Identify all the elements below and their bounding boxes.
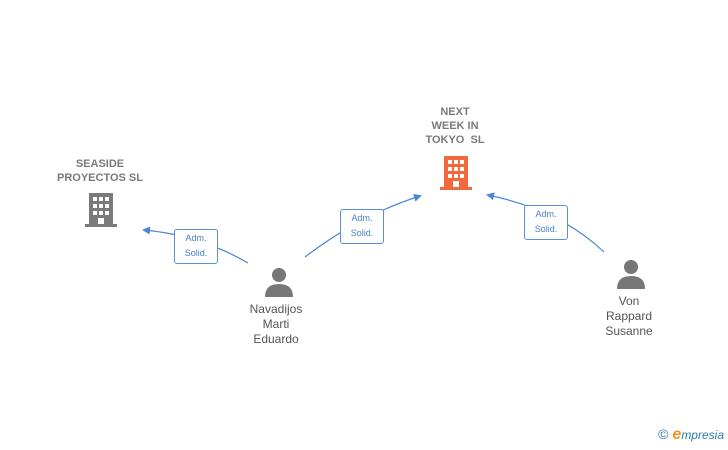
company-label-seaside[interactable]: SEASIDE PROYECTOS SL	[40, 157, 160, 185]
relation-role-line: Solid.	[534, 224, 558, 234]
company-name-line: WEEK IN	[431, 120, 479, 132]
relation-box[interactable]: Adm. Solid.	[174, 229, 218, 264]
relation-role-line: Adm.	[185, 233, 207, 243]
person-name-line: Susanne	[605, 324, 653, 338]
relation-role-line: Solid.	[184, 248, 208, 258]
person-name-line: Rappard	[605, 309, 653, 323]
person-icon[interactable]	[265, 268, 293, 297]
company-label-nextweek[interactable]: NEXT WEEK IN TOKYO SL	[395, 105, 515, 147]
copyright-icon: ©	[658, 426, 669, 442]
person-name-line: Von	[618, 294, 640, 308]
person-name-line: Eduardo	[253, 332, 299, 346]
brand-logo-initial: e	[672, 426, 682, 443]
company-name-line: TOKYO SL	[425, 134, 485, 146]
company-name-line: SEASIDE	[75, 158, 125, 170]
person-label-navadijos[interactable]: Navadijos Marti Eduardo	[226, 302, 326, 347]
building-icon[interactable]	[85, 193, 117, 227]
person-label-vonrappard[interactable]: Von Rappard Susanne	[579, 294, 679, 339]
building-icon[interactable]	[440, 156, 472, 190]
person-name-line: Marti	[262, 317, 290, 331]
person-name-line: Navadijos	[249, 302, 303, 316]
company-name-line: PROYECTOS SL	[57, 172, 143, 184]
relation-role-line: Solid.	[350, 228, 374, 238]
relation-box[interactable]: Adm. Solid.	[340, 209, 384, 244]
brand-logo-text: mpresia	[681, 428, 724, 442]
relation-role-line: Adm.	[535, 209, 557, 219]
person-icon[interactable]	[617, 260, 645, 289]
relation-box[interactable]: Adm. Solid.	[524, 205, 568, 240]
company-name-line: NEXT	[440, 106, 470, 118]
relation-role-line: Adm.	[351, 213, 373, 223]
brand-footer[interactable]: ©empresia	[658, 426, 724, 444]
